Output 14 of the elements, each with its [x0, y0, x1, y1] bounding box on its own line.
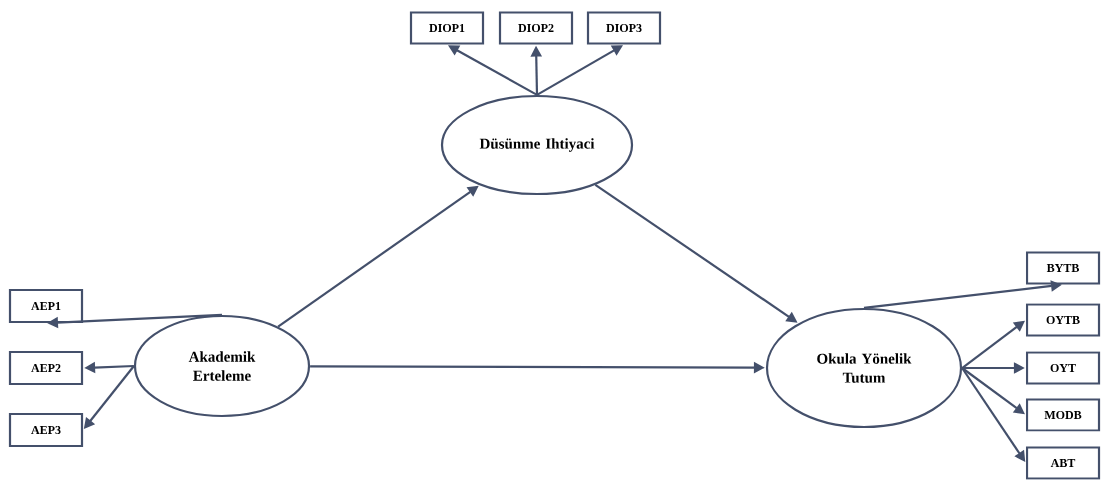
indicator-box: AEP1 — [8, 288, 84, 324]
arrow — [961, 367, 1025, 415]
indicator-box: DIOP3 — [586, 11, 662, 45]
indicator-box: MODB — [1025, 398, 1101, 432]
indicator-box: ABT — [1025, 446, 1101, 480]
indicator-box: OYT — [1025, 351, 1101, 385]
indicator-box: DIOP2 — [498, 11, 574, 45]
arrow — [961, 320, 1025, 369]
indicator-box: OYTB — [1025, 303, 1101, 337]
indicator-box: AEP2 — [8, 350, 84, 386]
indicator-box: BYTB — [1025, 251, 1101, 285]
arrow — [448, 45, 538, 96]
indicator-box: AEP3 — [8, 412, 84, 448]
indicator-box: DIOP1 — [409, 11, 485, 45]
